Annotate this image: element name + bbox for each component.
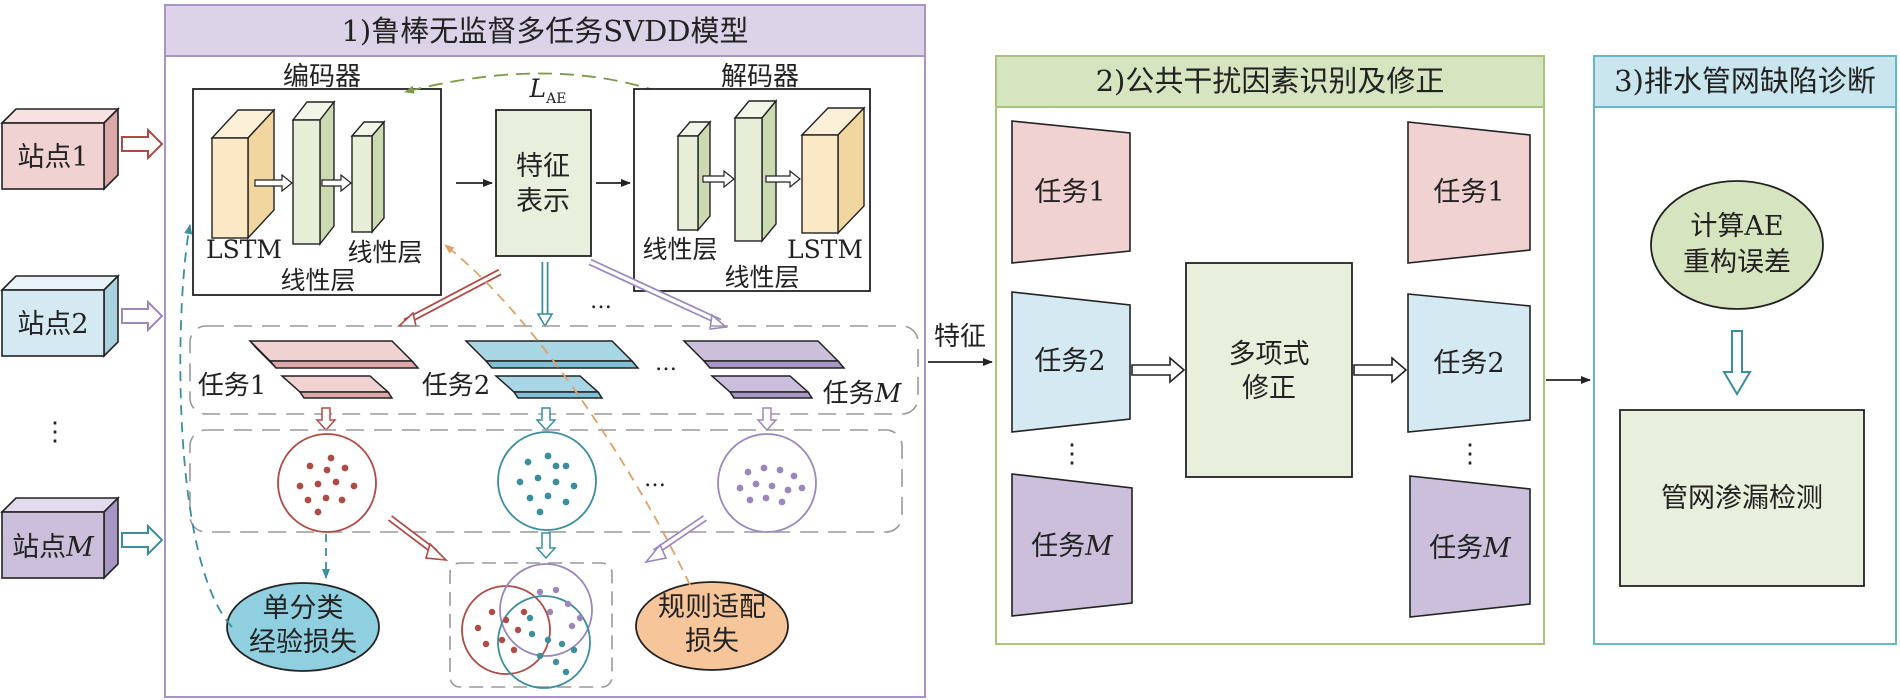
svg-text:任务1: 任务1: [1034, 177, 1105, 208]
union-region: [449, 562, 613, 688]
task-head-M-label: 任务M: [823, 379, 903, 409]
loss-feedback-teal: [179, 224, 233, 628]
svg-text:任务M: 任务M: [1429, 533, 1512, 564]
svg-text:任务2: 任务2: [1034, 346, 1105, 377]
loss-ae-arc: [404, 72, 661, 94]
task-head-2: 任务2: [422, 340, 640, 401]
panel2-output-task-1: 任务1: [1407, 121, 1531, 264]
panel2-output-task-M: 任务M: [1409, 475, 1531, 618]
task-heads-region: [189, 325, 919, 415]
svg-text:特征: 特征: [516, 151, 570, 182]
hypersphere-ellipsis: …: [644, 467, 666, 492]
decoder-linear-top: 线性层: [642, 235, 717, 264]
svg-text:任务1: 任务1: [1433, 177, 1504, 208]
station-1-label: 站点1: [17, 142, 88, 173]
svg-text:计算AE: 计算AE: [1690, 211, 1783, 242]
task-head-2-label: 任务2: [422, 371, 491, 401]
sphere-to-union-arrows: [387, 515, 707, 564]
task-head-ellipsis-mid: …: [655, 351, 677, 376]
feature-to-task-arrows: [396, 258, 728, 330]
hypersphere-1: [277, 433, 377, 533]
task-head-1-label: 任务1: [198, 371, 267, 401]
feature-transfer-label: 特征: [934, 322, 986, 352]
panel2-output-dots: ⋮: [1457, 439, 1483, 469]
panel-1-title: 1)鲁棒无监督多任务SVDD模型: [341, 14, 748, 48]
loss-ae-label: LAE: [529, 74, 567, 107]
panel2-output-task-2: 任务2: [1407, 293, 1531, 433]
encoder-linear-top: 线性层: [347, 238, 422, 267]
svg-text:任务M: 任务M: [1031, 531, 1114, 562]
station-1: 站点1: [0, 107, 120, 191]
svg-text:损失: 损失: [685, 626, 739, 657]
polynomial-correction: 多项式 修正: [1185, 262, 1353, 478]
arrow-error-detect: [1722, 330, 1752, 396]
rule-adaptation-loss: 规则适配 损失: [635, 581, 789, 671]
station-M-label: 站点M: [12, 532, 95, 563]
svg-text:多项式: 多项式: [1229, 339, 1310, 370]
panel2-input-task-2: 任务2: [1011, 291, 1131, 433]
task-head-M: 任务M: [682, 340, 903, 409]
decoder-label: 解码器: [721, 62, 799, 92]
reconstruction-error-node: 计算AE 重构误差: [1650, 180, 1824, 310]
single-class-loss: 单分类 经验损失: [226, 582, 380, 672]
hypersphere-2: [497, 431, 597, 531]
station-2: 站点2: [0, 274, 120, 358]
hypersphere-region: [189, 429, 903, 533]
decoder-block: 解码器 线性层 LSTM 线性层: [633, 62, 871, 292]
svg-text:经验损失: 经验损失: [249, 627, 357, 658]
svg-text:任务2: 任务2: [1433, 348, 1504, 379]
panel2-input-dots: ⋮: [1059, 439, 1085, 469]
head-to-sphere-arrows: [315, 407, 778, 432]
hypersphere-union: [461, 563, 593, 689]
svg-text:修正: 修正: [1242, 373, 1296, 404]
task-head-1: 任务1: [198, 340, 420, 401]
panel-2-title: 2)公共干扰因素识别及修正: [1096, 64, 1445, 98]
encoder-label: 编码器: [283, 62, 361, 92]
station-M-arrow: [121, 523, 164, 557]
station-M: 站点M: [0, 496, 120, 580]
encoder-lstm-label: LSTM: [206, 235, 282, 264]
loss-feedback-orange: [444, 244, 691, 586]
station-2-label: 站点2: [17, 309, 88, 340]
svg-text:表示: 表示: [516, 186, 570, 217]
panel2-input-task-1: 任务1: [1011, 120, 1131, 264]
svg-text:重构误差: 重构误差: [1683, 247, 1791, 278]
hypersphere-M: [717, 433, 817, 533]
svg-text:管网渗漏检测: 管网渗漏检测: [1661, 483, 1823, 514]
station-2-arrow: [121, 299, 164, 333]
panel2-input-task-M: 任务M: [1011, 473, 1133, 617]
decoder-linear-bottom: 线性层: [724, 263, 799, 292]
panel-3-title: 3)排水管网缺陷诊断: [1614, 64, 1876, 98]
arrow-correction-task: [1353, 356, 1408, 384]
decoder-lstm-label: LSTM: [787, 235, 863, 264]
feature-representation: 特征 表示: [495, 109, 592, 257]
arrow-task-correction: [1131, 356, 1186, 384]
leak-detection-node: 管网渗漏检测: [1619, 409, 1865, 587]
encoder-linear-bottom: 线性层: [280, 266, 355, 295]
station-1-arrow: [121, 127, 164, 161]
encoder-block: 编码器 LSTM 线性层 线性层: [192, 62, 442, 296]
station-dots: ⋮: [42, 417, 68, 447]
task-head-ellipsis-top: …: [590, 289, 612, 314]
svg-text:规则适配: 规则适配: [658, 592, 766, 623]
svg-text:单分类: 单分类: [263, 593, 344, 624]
